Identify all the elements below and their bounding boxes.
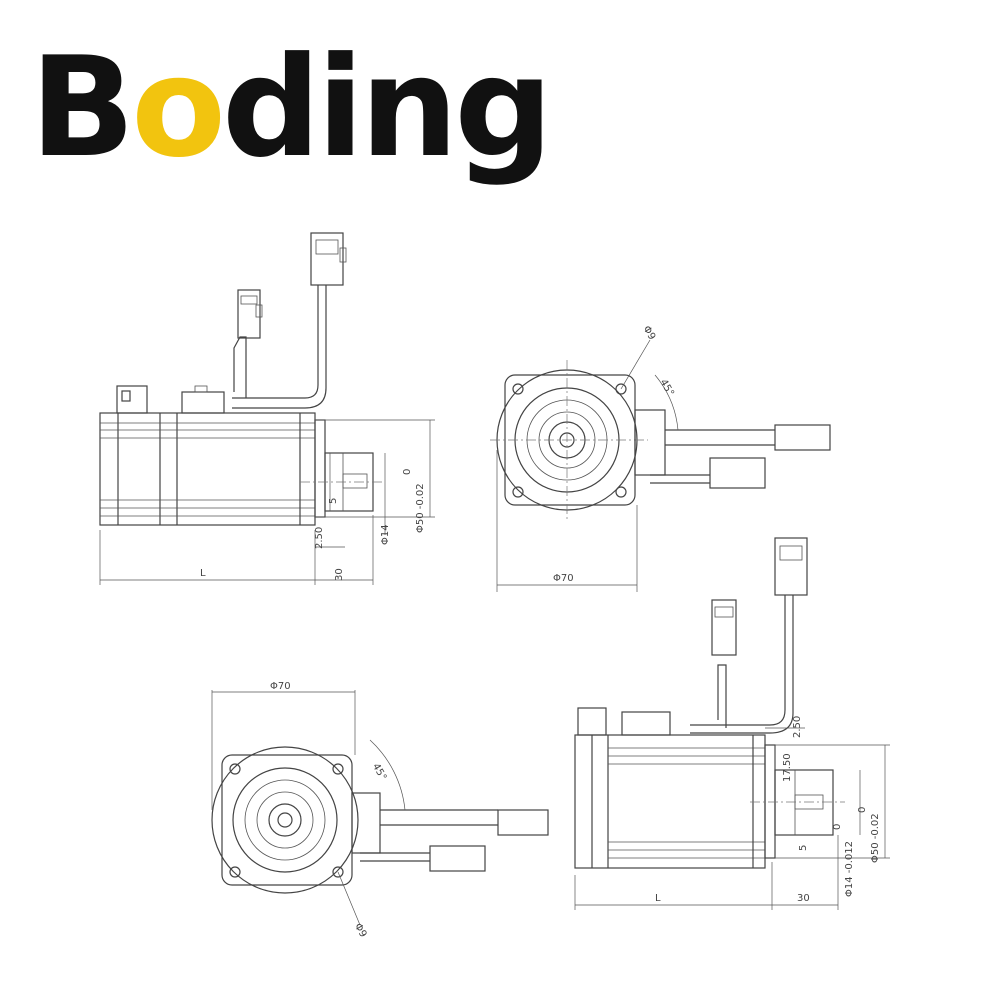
dim-hole-dia-b: Φ9 <box>352 922 369 940</box>
dim-shaft-length: 30 <box>334 568 345 581</box>
svg-text:Boding: Boding <box>30 27 549 188</box>
logo-letters-ding: ding <box>222 27 549 188</box>
dim-key-width-b: 5 <box>798 845 809 851</box>
dim-step: 2.50 <box>314 527 325 549</box>
dim-pilot-tol-upper: 0 <box>402 469 413 475</box>
dim-shaft-dia: Φ14 <box>380 524 391 545</box>
side-view-top: L 30 2.50 5 Φ14 0 Φ50 -0.02 <box>99 232 435 585</box>
dim-hole-dia: Φ9 <box>641 324 658 342</box>
dim-pilot-dia-b: Φ50 -0.02 <box>870 813 881 863</box>
logo-letter-b: B <box>30 27 131 188</box>
dim-pilot-tol-upper-b: 0 <box>857 807 868 813</box>
logo-letter-o-accent: o <box>131 27 222 188</box>
dim-shaft-length-b: 30 <box>797 893 810 904</box>
dim-length-l-b: L <box>655 893 661 904</box>
dim-angle: 45° <box>657 378 675 399</box>
dim-pilot-len: 17.50 <box>782 753 793 782</box>
dim-flange-dia: Φ70 <box>553 573 574 584</box>
dim-pilot-dia: Φ50 -0.02 <box>415 483 426 533</box>
dim-shaft-tol-upper: 0 <box>832 824 843 830</box>
dim-shaft-dia-b: Φ14 -0.012 <box>844 841 855 897</box>
dim-flange-dia-b: Φ70 <box>270 681 291 692</box>
side-view-bottom: L 30 2.50 17.50 5 0 Φ14 -0.012 0 Φ50 -0.… <box>574 537 890 910</box>
dim-step-b: 2.50 <box>792 716 803 738</box>
front-view-bottom: Φ70 45° Φ9 <box>211 681 549 940</box>
dim-angle-b: 45° <box>370 762 388 783</box>
front-view-top: Φ9 45° Φ70 <box>490 324 831 592</box>
boding-logo: Boding <box>30 27 553 188</box>
dim-key-width: 5 <box>328 498 339 504</box>
dim-length-l: L <box>200 568 206 579</box>
